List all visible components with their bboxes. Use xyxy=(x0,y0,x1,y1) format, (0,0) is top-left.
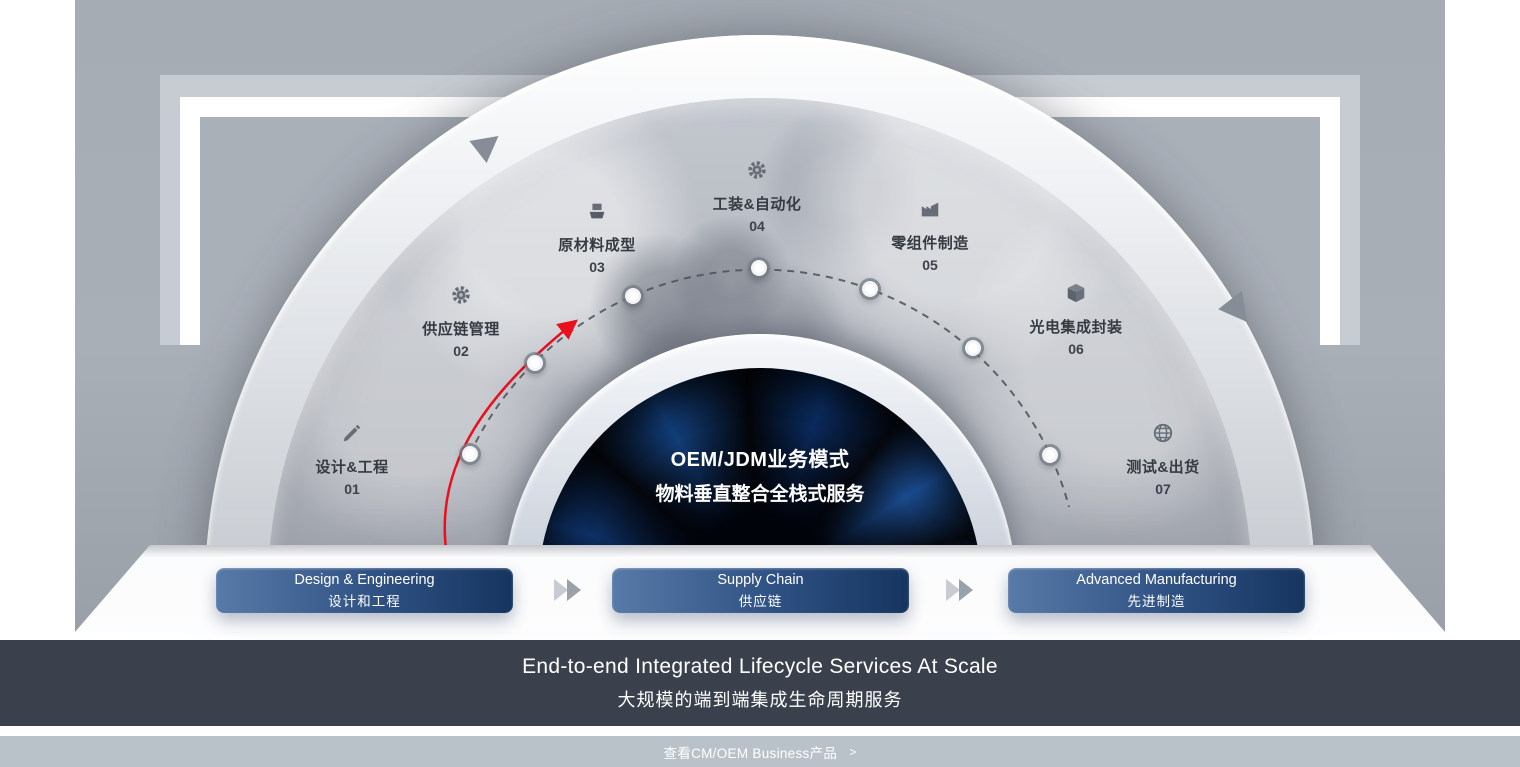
flow-chevron-icon xyxy=(946,579,973,601)
stage-supply-chain-management: 供应链管理 02 xyxy=(371,284,551,359)
flow-chevron-icon xyxy=(554,579,581,601)
stage-label: 零组件制造 xyxy=(891,235,969,252)
package-cube-icon xyxy=(1065,282,1087,304)
stage-optoelectronic-packaging: 光电集成封装 06 xyxy=(986,282,1166,357)
footer-bar: 查看CM/OEM Business产品 > xyxy=(0,736,1520,767)
stage-node-01 xyxy=(465,449,475,459)
advanced-manufacturing-button[interactable]: Advanced Manufacturing 先进制造 xyxy=(1008,568,1305,613)
stage-number: 05 xyxy=(922,257,938,273)
stage-node-02 xyxy=(530,358,540,368)
stage-tooling-automation: 工装&自动化 04 xyxy=(667,159,847,234)
stage-number: 02 xyxy=(453,343,469,359)
button-title-zh: 设计和工程 xyxy=(328,593,401,609)
stage-component-manufacturing: 零组件制造 05 xyxy=(840,198,1020,273)
supply-gear-icon xyxy=(450,284,472,306)
button-title-zh: 先进制造 xyxy=(1127,593,1186,609)
stage-number: 03 xyxy=(589,259,605,275)
center-title-group: OEM/JDM业务模式 物料垂直整合全栈式服务 xyxy=(560,443,960,506)
components-icon xyxy=(919,198,941,220)
stage-design-engineering: 设计&工程 01 xyxy=(262,422,442,497)
banner-title-en: End-to-end Integrated Lifecycle Services… xyxy=(522,654,998,678)
globe-icon xyxy=(1152,422,1174,444)
lifecycle-banner: End-to-end Integrated Lifecycle Services… xyxy=(0,640,1520,726)
stage-node-04 xyxy=(754,263,764,273)
supply-chain-button[interactable]: Supply Chain 供应链 xyxy=(612,568,909,613)
stage-label: 光电集成封装 xyxy=(1029,319,1123,336)
view-products-link[interactable]: 查看CM/OEM Business产品 > xyxy=(663,742,856,762)
center-title: OEM/JDM业务模式 xyxy=(670,449,850,471)
stage-label: 设计&工程 xyxy=(315,459,389,476)
stage-node-03 xyxy=(628,291,638,301)
stage-label: 供应链管理 xyxy=(422,321,500,338)
stage-node-05 xyxy=(865,284,875,294)
stage-number: 06 xyxy=(1068,341,1084,357)
stage-testing-shipping: 测试&出货 07 xyxy=(1073,422,1253,497)
stage-label: 工装&自动化 xyxy=(712,196,802,213)
banner-title-zh: 大规模的端到端集成生命周期服务 xyxy=(617,689,903,710)
button-title-en: Advanced Manufacturing xyxy=(1076,571,1237,588)
button-title-zh: 供应链 xyxy=(738,593,783,609)
stage-node-06 xyxy=(968,343,978,353)
design-pen-icon xyxy=(341,422,363,444)
stage-node-07 xyxy=(1045,450,1055,460)
stage-label: 原材料成型 xyxy=(558,237,636,254)
design-engineering-button[interactable]: Design & Engineering 设计和工程 xyxy=(216,568,513,613)
chevron-right-icon: > xyxy=(849,744,857,759)
button-title-en: Supply Chain xyxy=(717,571,804,588)
center-subtitle: 物料垂直整合全栈式服务 xyxy=(655,484,865,505)
automation-gear-icon xyxy=(746,159,768,181)
stage-number: 04 xyxy=(749,218,765,234)
button-title-en: Design & Engineering xyxy=(294,571,435,588)
view-products-label: 查看CM/OEM Business产品 xyxy=(663,745,838,761)
floor-top-shadow xyxy=(140,545,1380,557)
stage-number: 07 xyxy=(1155,481,1171,497)
stage-label: 测试&出货 xyxy=(1126,459,1200,476)
stage-raw-material-forming: 原材料成型 03 xyxy=(507,200,687,275)
raw-material-icon xyxy=(586,200,608,222)
stage-number: 01 xyxy=(344,481,360,497)
